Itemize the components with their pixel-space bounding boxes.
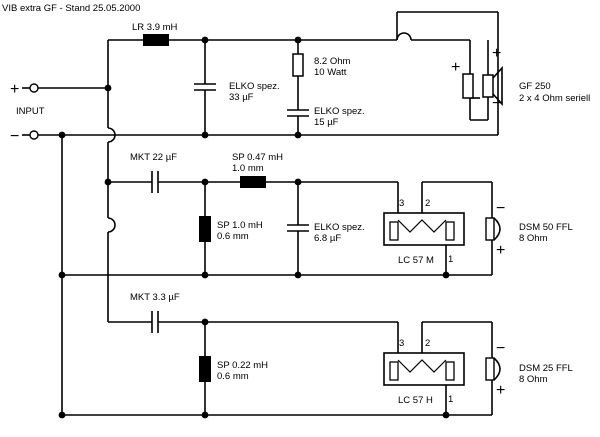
mid-coil-shunt-label-1: SP 1.0 mH: [217, 220, 263, 231]
tweeter-driver-label-2: 8 Ohm: [519, 374, 548, 385]
bass-minus-sign: −: [492, 95, 501, 112]
mid-cap-series-label: MKT 22 µF: [130, 152, 177, 163]
mid-coil-shunt-label-2: 0.6 mm: [217, 231, 249, 242]
input-label: INPUT: [16, 106, 45, 117]
input-minus-terminal: [29, 130, 39, 140]
tweeter-pin-3: 3: [399, 338, 404, 349]
mid-driver-label-2: 8 Ohm: [519, 233, 548, 244]
junction-dots: [58, 36, 450, 419]
tweeter-coil-shunt-label-1: SP 0.22 mH: [217, 360, 268, 371]
bass-resistor-label-1: 8.2 Ohm: [314, 56, 351, 67]
mid-pin-1: 1: [448, 254, 453, 265]
bass-cap2-label-1: ELKO spez.: [314, 106, 365, 117]
tweeter-cap-series-label: MKT 3.3 µF: [130, 292, 180, 303]
input-plus-sign: +: [10, 81, 19, 98]
mid-plus-sign: +: [496, 242, 505, 259]
tweeter-plus-sign: +: [496, 382, 505, 399]
tweeter-driver-icon: [485, 357, 495, 381]
mid-lpad-label: LC 57 M: [398, 255, 434, 266]
input-terminals: + INPUT −: [10, 81, 45, 145]
bass-cap1-label-2: 33 µF: [229, 92, 254, 103]
mid-coil-series: [240, 176, 266, 188]
mid-driver-icon: [485, 217, 495, 241]
mid-coil-series-label-2: 1.0 mm: [232, 163, 264, 174]
bass-inductor: [143, 34, 169, 46]
mid-coil-shunt: [199, 216, 211, 242]
input-plus-terminal: [29, 83, 39, 93]
bass-driver-label-1: GF 250: [519, 81, 551, 92]
bass-plus-sign-2: +: [492, 45, 501, 62]
bass-cap1-label-1: ELKO spez.: [229, 81, 280, 92]
schematic-title: VIB extra GF - Stand 25.05.2000: [2, 3, 140, 14]
bass-driver-label-2: 2 x 4 Ohm seriell: [519, 93, 590, 104]
bass-inductor-label: LR 3.9 mH: [132, 22, 178, 33]
bass-resistor: [292, 53, 304, 77]
tweeter-lpad-label: LC 57 H: [398, 395, 433, 406]
bass-section: LR 3.9 mH ELKO spez. 33 µF 8.2 Ohm 10 Wa…: [108, 11, 590, 135]
mid-pin-3: 3: [399, 198, 404, 209]
bass-resistor-label-2: 10 Watt: [314, 67, 347, 78]
tweeter-driver-label-1: DSM 25 FFL: [519, 363, 573, 374]
tweeter-minus-sign: −: [496, 340, 505, 357]
input-minus-sign: −: [10, 128, 19, 145]
tweeter-coil-shunt: [199, 356, 211, 382]
tweeter-pin-2: 2: [425, 338, 430, 349]
tweeter-coil-shunt-label-2: 0.6 mm: [217, 371, 249, 382]
tweeter-pin-1: 1: [448, 394, 453, 405]
mid-pin-2: 2: [425, 198, 430, 209]
mid-coil-series-label-1: SP 0.47 mH: [232, 152, 283, 163]
bass-driver-icon: [482, 74, 494, 98]
mid-cap-shunt-label-2: 6.8 µF: [314, 233, 341, 244]
bass-plus-sign: +: [451, 59, 460, 76]
mid-cap-shunt-label-1: ELKO spez.: [314, 222, 365, 233]
mid-minus-sign: −: [496, 200, 505, 217]
mid-section: MKT 22 µF SP 0.47 mH 1.0 mm SP 1.0 mH 0.…: [108, 152, 573, 275]
bass-cap2-label-2: 15 µF: [314, 117, 339, 128]
mid-driver-label-1: DSM 50 FFL: [519, 222, 573, 233]
tweeter-section: MKT 3.3 µF SP 0.22 mH 0.6 mm 3 2 1 LC 57…: [108, 292, 573, 415]
